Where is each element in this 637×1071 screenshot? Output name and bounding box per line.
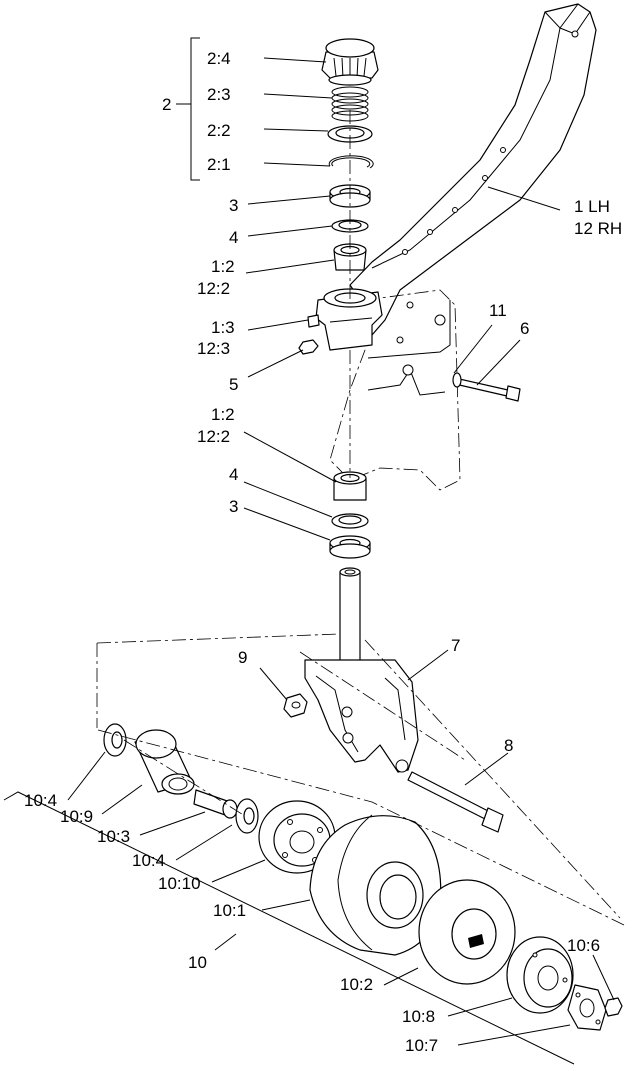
- callout-12-2-upper: 12:2: [197, 279, 230, 298]
- retaining-ring: [328, 155, 374, 169]
- nut-5: [298, 339, 319, 355]
- callout-12-3: 12:3: [197, 339, 230, 358]
- callout-10-10: 10:10: [158, 874, 201, 893]
- callout-3-upper: 3: [229, 196, 238, 215]
- nut-9: [283, 693, 308, 718]
- callout-12-2-lower: 12:2: [197, 427, 230, 446]
- bracket-2: [176, 37, 200, 181]
- washer-upper: [331, 219, 369, 233]
- callout-3-lower: 3: [229, 497, 238, 516]
- grease-fitting: [307, 314, 320, 328]
- callout-12-rh: 12 RH: [574, 219, 622, 238]
- callout-2-3: 2:3: [207, 85, 231, 104]
- callout-10-4-left: 10:4: [24, 791, 57, 810]
- callout-10-1: 10:1: [213, 901, 246, 920]
- callout-1-2-upper: 1:2: [211, 257, 235, 276]
- axle-bolt: [407, 771, 504, 833]
- callout-1-3: 1:3: [211, 318, 235, 337]
- callout-8: 8: [504, 736, 513, 755]
- leader-lines: [3, 57, 615, 1065]
- dust-cap: [321, 38, 379, 86]
- washer-lower: [331, 513, 369, 529]
- callout-6: 6: [520, 319, 529, 338]
- callout-5: 5: [229, 375, 238, 394]
- callout-1-lh: 1 LH: [574, 197, 610, 216]
- bolt-6: [452, 372, 521, 402]
- bearing-lower: [329, 535, 371, 559]
- callout-9: 9: [238, 648, 247, 667]
- callout-10-3: 10:3: [97, 827, 130, 846]
- callout-4-upper: 4: [229, 228, 238, 247]
- bushing-lower: [333, 471, 367, 501]
- caster-fork: [304, 567, 419, 773]
- wheel-assembly: [103, 723, 623, 1031]
- phantom-lines: [96, 110, 625, 926]
- callout-2-1: 2:1: [207, 155, 231, 174]
- callout-2: 2: [162, 95, 171, 114]
- callout-10-6: 10:6: [567, 936, 600, 955]
- callout-10-9: 10:9: [60, 807, 93, 826]
- callout-2-2: 2:2: [207, 121, 231, 140]
- callout-10-8: 10:8: [402, 1007, 435, 1026]
- callout-1-2-lower: 1:2: [211, 405, 235, 424]
- callout-10-7: 10:7: [405, 1036, 438, 1055]
- callouts: 2 2:4 2:3 2:2 2:1 3 4 1:2 12:2 1:3 12:3 …: [24, 49, 622, 1055]
- callout-7: 7: [451, 636, 460, 655]
- callout-4-lower: 4: [229, 465, 238, 484]
- callout-11: 11: [489, 301, 507, 320]
- callout-2-4: 2:4: [207, 49, 231, 68]
- callout-10-2: 10:2: [340, 975, 373, 994]
- caster-housing: [315, 288, 383, 351]
- callout-10: 10: [188, 953, 207, 972]
- frame-arm: [329, 3, 597, 491]
- callout-10-4-right: 10:4: [132, 851, 165, 870]
